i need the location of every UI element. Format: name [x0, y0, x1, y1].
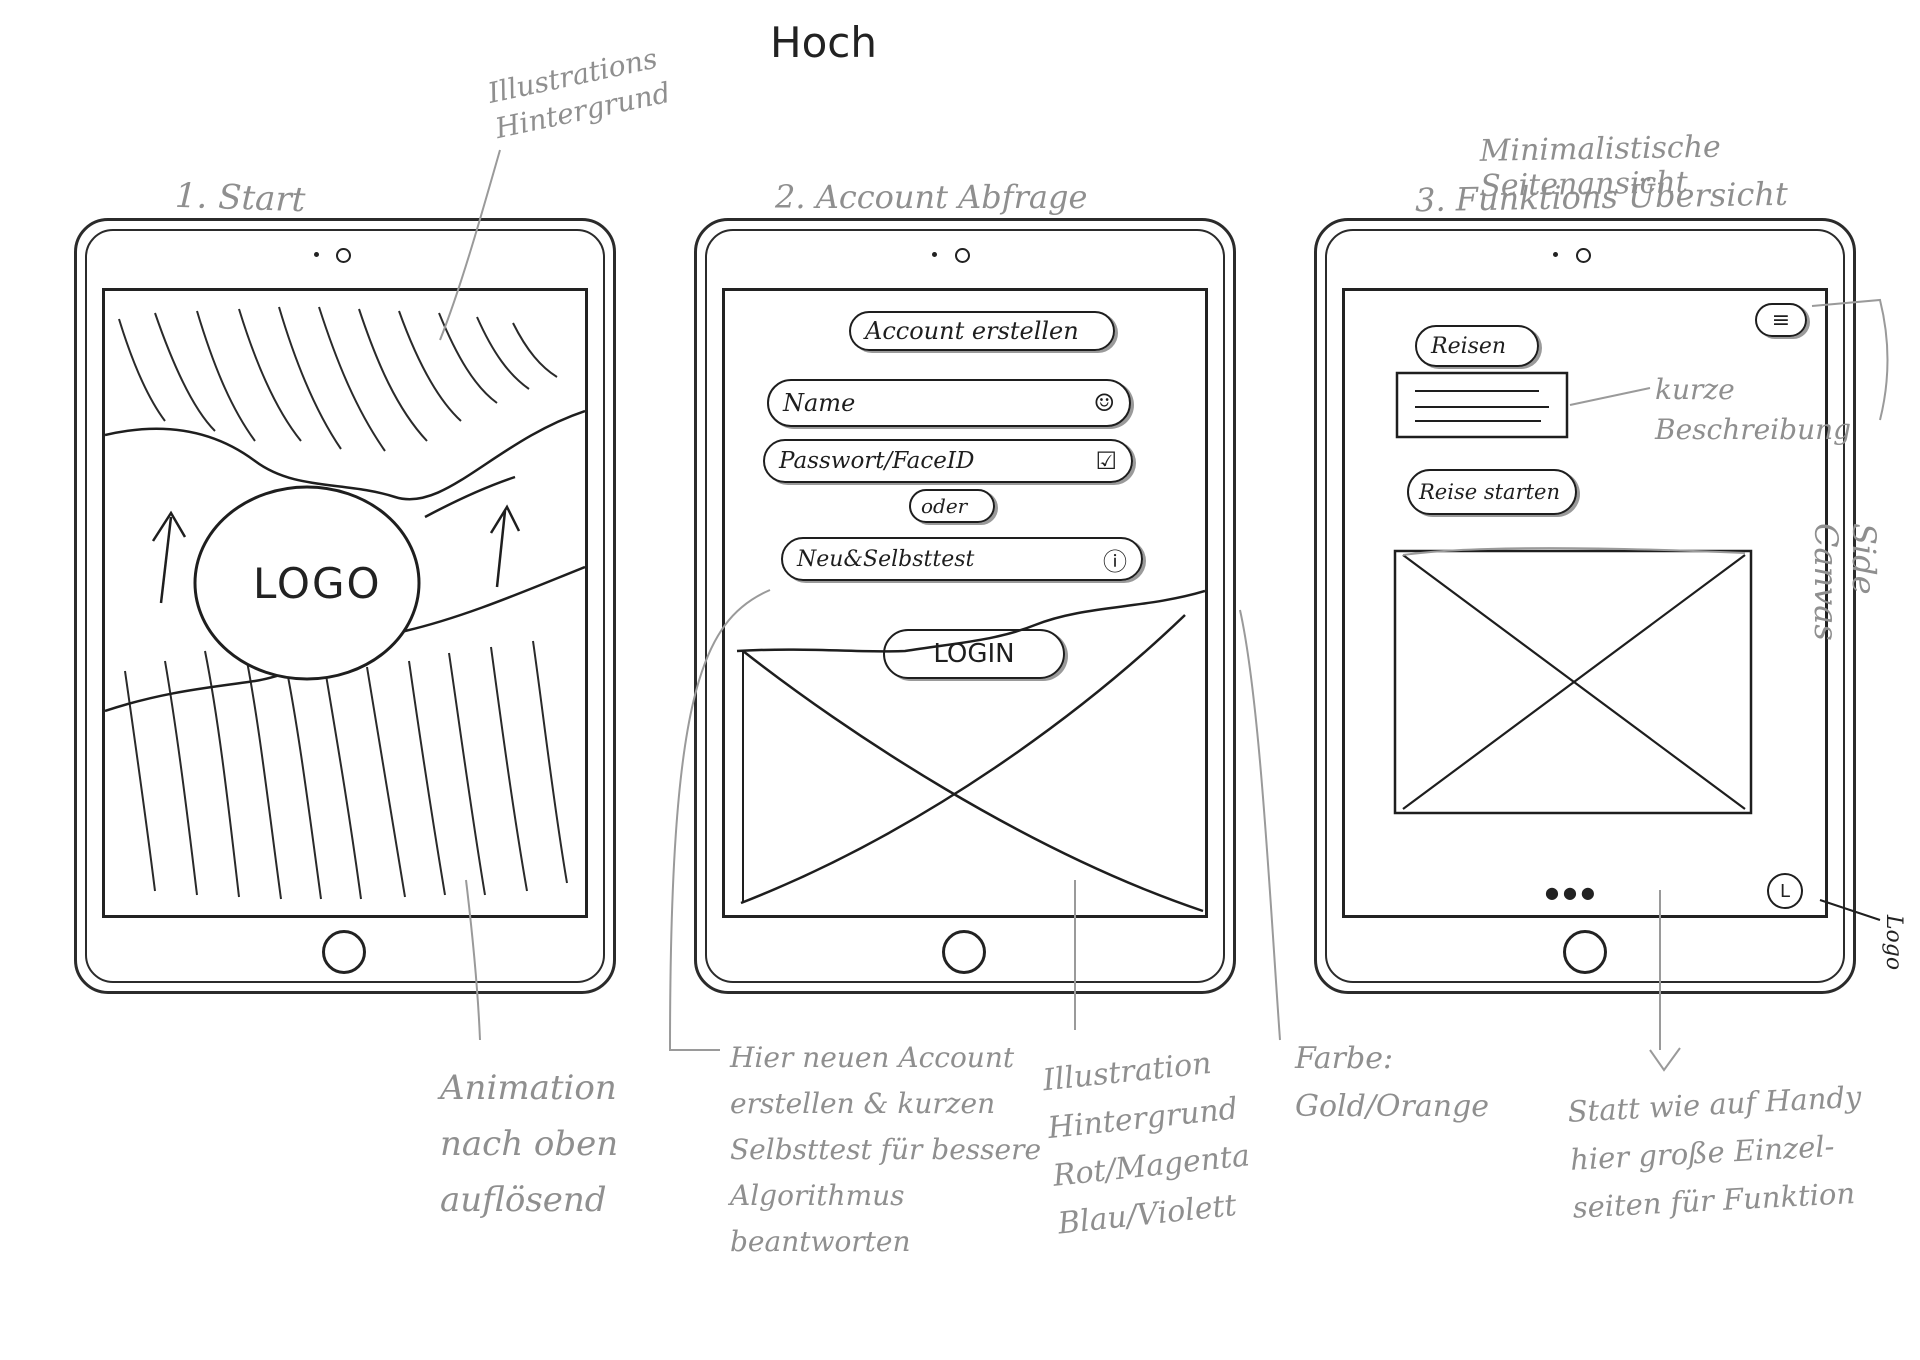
start-screen: LOGO: [102, 288, 588, 918]
selftest-field-label: Neu&Selbsttest: [797, 546, 975, 572]
hamburger-menu-icon[interactable]: ≡: [1755, 303, 1807, 337]
overview-screen: Reisen Reise starten ≡ ●●● L: [1342, 288, 1828, 918]
or-label: oder: [909, 489, 995, 523]
login-button[interactable]: LOGIN: [883, 629, 1065, 679]
arrow-up-icon: [151, 504, 521, 604]
password-field-label: Passwort/FaceID: [779, 448, 975, 474]
screen3-logo-note: Logo: [1881, 914, 1907, 971]
overview-image-placeholder: [1393, 371, 1753, 815]
tablet1-home-button[interactable]: [322, 930, 366, 974]
tablet2-sensor: [932, 252, 937, 257]
name-field-label: Name: [783, 389, 856, 417]
screen2-label: 2. Account Abfrage: [775, 178, 1088, 216]
account-screen: Account erstellen Name ☺ Passwort/FaceID…: [722, 288, 1208, 918]
screen1-note-bottom: Animation nach oben auflösend: [440, 1068, 619, 1220]
screen2-note-right: Farbe: Gold/Orange: [1295, 1041, 1490, 1124]
screen3-side-note: Side Canvas: [1807, 523, 1883, 641]
create-account-button[interactable]: Account erstellen: [849, 311, 1115, 351]
tablet3-sensor: [1553, 252, 1558, 257]
travel-button[interactable]: Reisen: [1415, 325, 1539, 367]
create-account-label: Account erstellen: [865, 317, 1079, 345]
logo-badge[interactable]: L: [1767, 873, 1803, 909]
start-logo-text: LOGO: [253, 559, 382, 608]
account-illustration-placeholder: [736, 589, 1205, 913]
tablet3-camera: [1576, 248, 1591, 263]
name-field[interactable]: Name ☺: [767, 379, 1131, 427]
screen2-note-middle: Illustration Hintergrund Rot/Magenta Bla…: [1041, 1045, 1252, 1242]
login-button-label: LOGIN: [933, 639, 1015, 669]
logo-badge-text: L: [1779, 880, 1791, 902]
screen3-bottom-note: Statt wie auf Handy hier große Einzel-se…: [1566, 1079, 1863, 1225]
tablet1-sensor: [314, 252, 319, 257]
screen2-note-left: Hier neuen Account erstellen & kurzen Se…: [730, 1041, 1042, 1258]
or-label-text: oder: [921, 494, 968, 518]
page-indicator[interactable]: ●●●: [1545, 883, 1599, 902]
start-travel-button[interactable]: Reise starten: [1407, 469, 1577, 515]
tablet2-home-button[interactable]: [942, 930, 986, 974]
user-icon: ☺: [1093, 389, 1115, 417]
tablet3-home-button[interactable]: [1563, 930, 1607, 974]
info-icon[interactable]: ⓘ: [1103, 547, 1127, 576]
page-title: Hoch: [770, 18, 877, 67]
start-illustration: [105, 306, 585, 900]
password-field[interactable]: Passwort/FaceID ☑: [763, 439, 1133, 483]
screen3-description-note: kurze Beschreibung: [1655, 373, 1852, 446]
selftest-field[interactable]: Neu&Selbsttest ⓘ: [781, 537, 1143, 581]
travel-button-label: Reisen: [1431, 333, 1507, 359]
tablet1-camera: [336, 248, 351, 263]
tablet2-camera: [955, 248, 970, 263]
checkbox-icon[interactable]: ☑: [1095, 447, 1117, 475]
start-travel-label: Reise starten: [1419, 480, 1561, 504]
